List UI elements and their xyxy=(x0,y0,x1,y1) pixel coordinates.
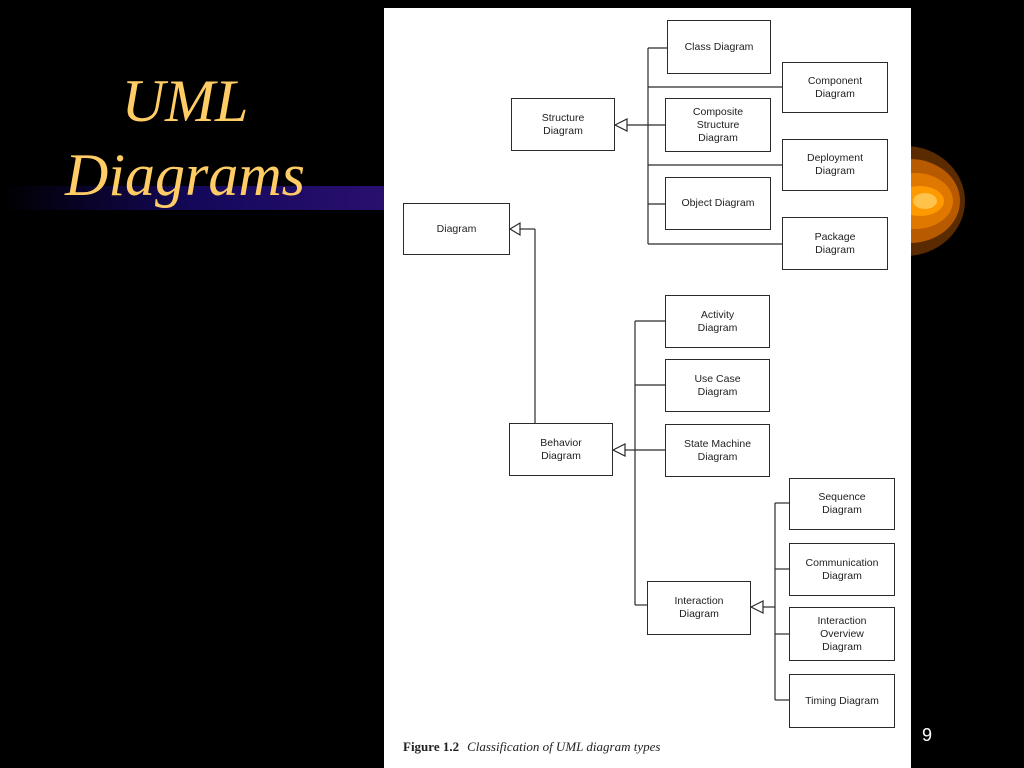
diagram-connectors xyxy=(508,47,789,701)
node-activity-diagram: Activity Diagram xyxy=(665,295,770,348)
generalization-arrowhead xyxy=(611,443,626,457)
node-timing-diagram: Timing Diagram xyxy=(789,674,895,728)
node-interaction-overview-diagram: Interaction Overview Diagram xyxy=(789,607,895,661)
node-object-diagram: Object Diagram xyxy=(665,177,771,230)
figure-caption: Figure 1.2 Classification of UML diagram … xyxy=(403,739,660,755)
node-diagram: Diagram xyxy=(403,203,510,255)
node-composite-structure-diagram: Composite Structure Diagram xyxy=(665,98,771,152)
generalization-arrowhead xyxy=(613,118,628,132)
node-behavior-diagram: Behavior Diagram xyxy=(509,423,613,476)
page-number: 9 xyxy=(922,725,933,745)
node-sequence-diagram: Sequence Diagram xyxy=(789,478,895,530)
slide-title: UML Diagrams xyxy=(64,68,306,208)
node-class-diagram: Class Diagram xyxy=(667,20,771,74)
node-communication-diagram: Communication Diagram xyxy=(789,543,895,596)
node-package-diagram: Package Diagram xyxy=(782,217,888,270)
figure-panel: Diagram Structure Diagram Behavior Diagr… xyxy=(384,8,911,768)
generalization-arrowhead xyxy=(508,221,521,237)
figure-caption-text: Classification of UML diagram types xyxy=(467,739,661,754)
figure-caption-label: Figure 1.2 xyxy=(403,739,460,754)
node-state-machine-diagram: State Machine Diagram xyxy=(665,424,770,477)
node-use-case-diagram: Use Case Diagram xyxy=(665,359,770,412)
node-structure-diagram: Structure Diagram xyxy=(511,98,615,151)
generalization-arrowhead xyxy=(749,600,764,614)
node-component-diagram: Component Diagram xyxy=(782,62,888,113)
node-deployment-diagram: Deployment Diagram xyxy=(782,139,888,191)
node-interaction-diagram: Interaction Diagram xyxy=(647,581,751,635)
